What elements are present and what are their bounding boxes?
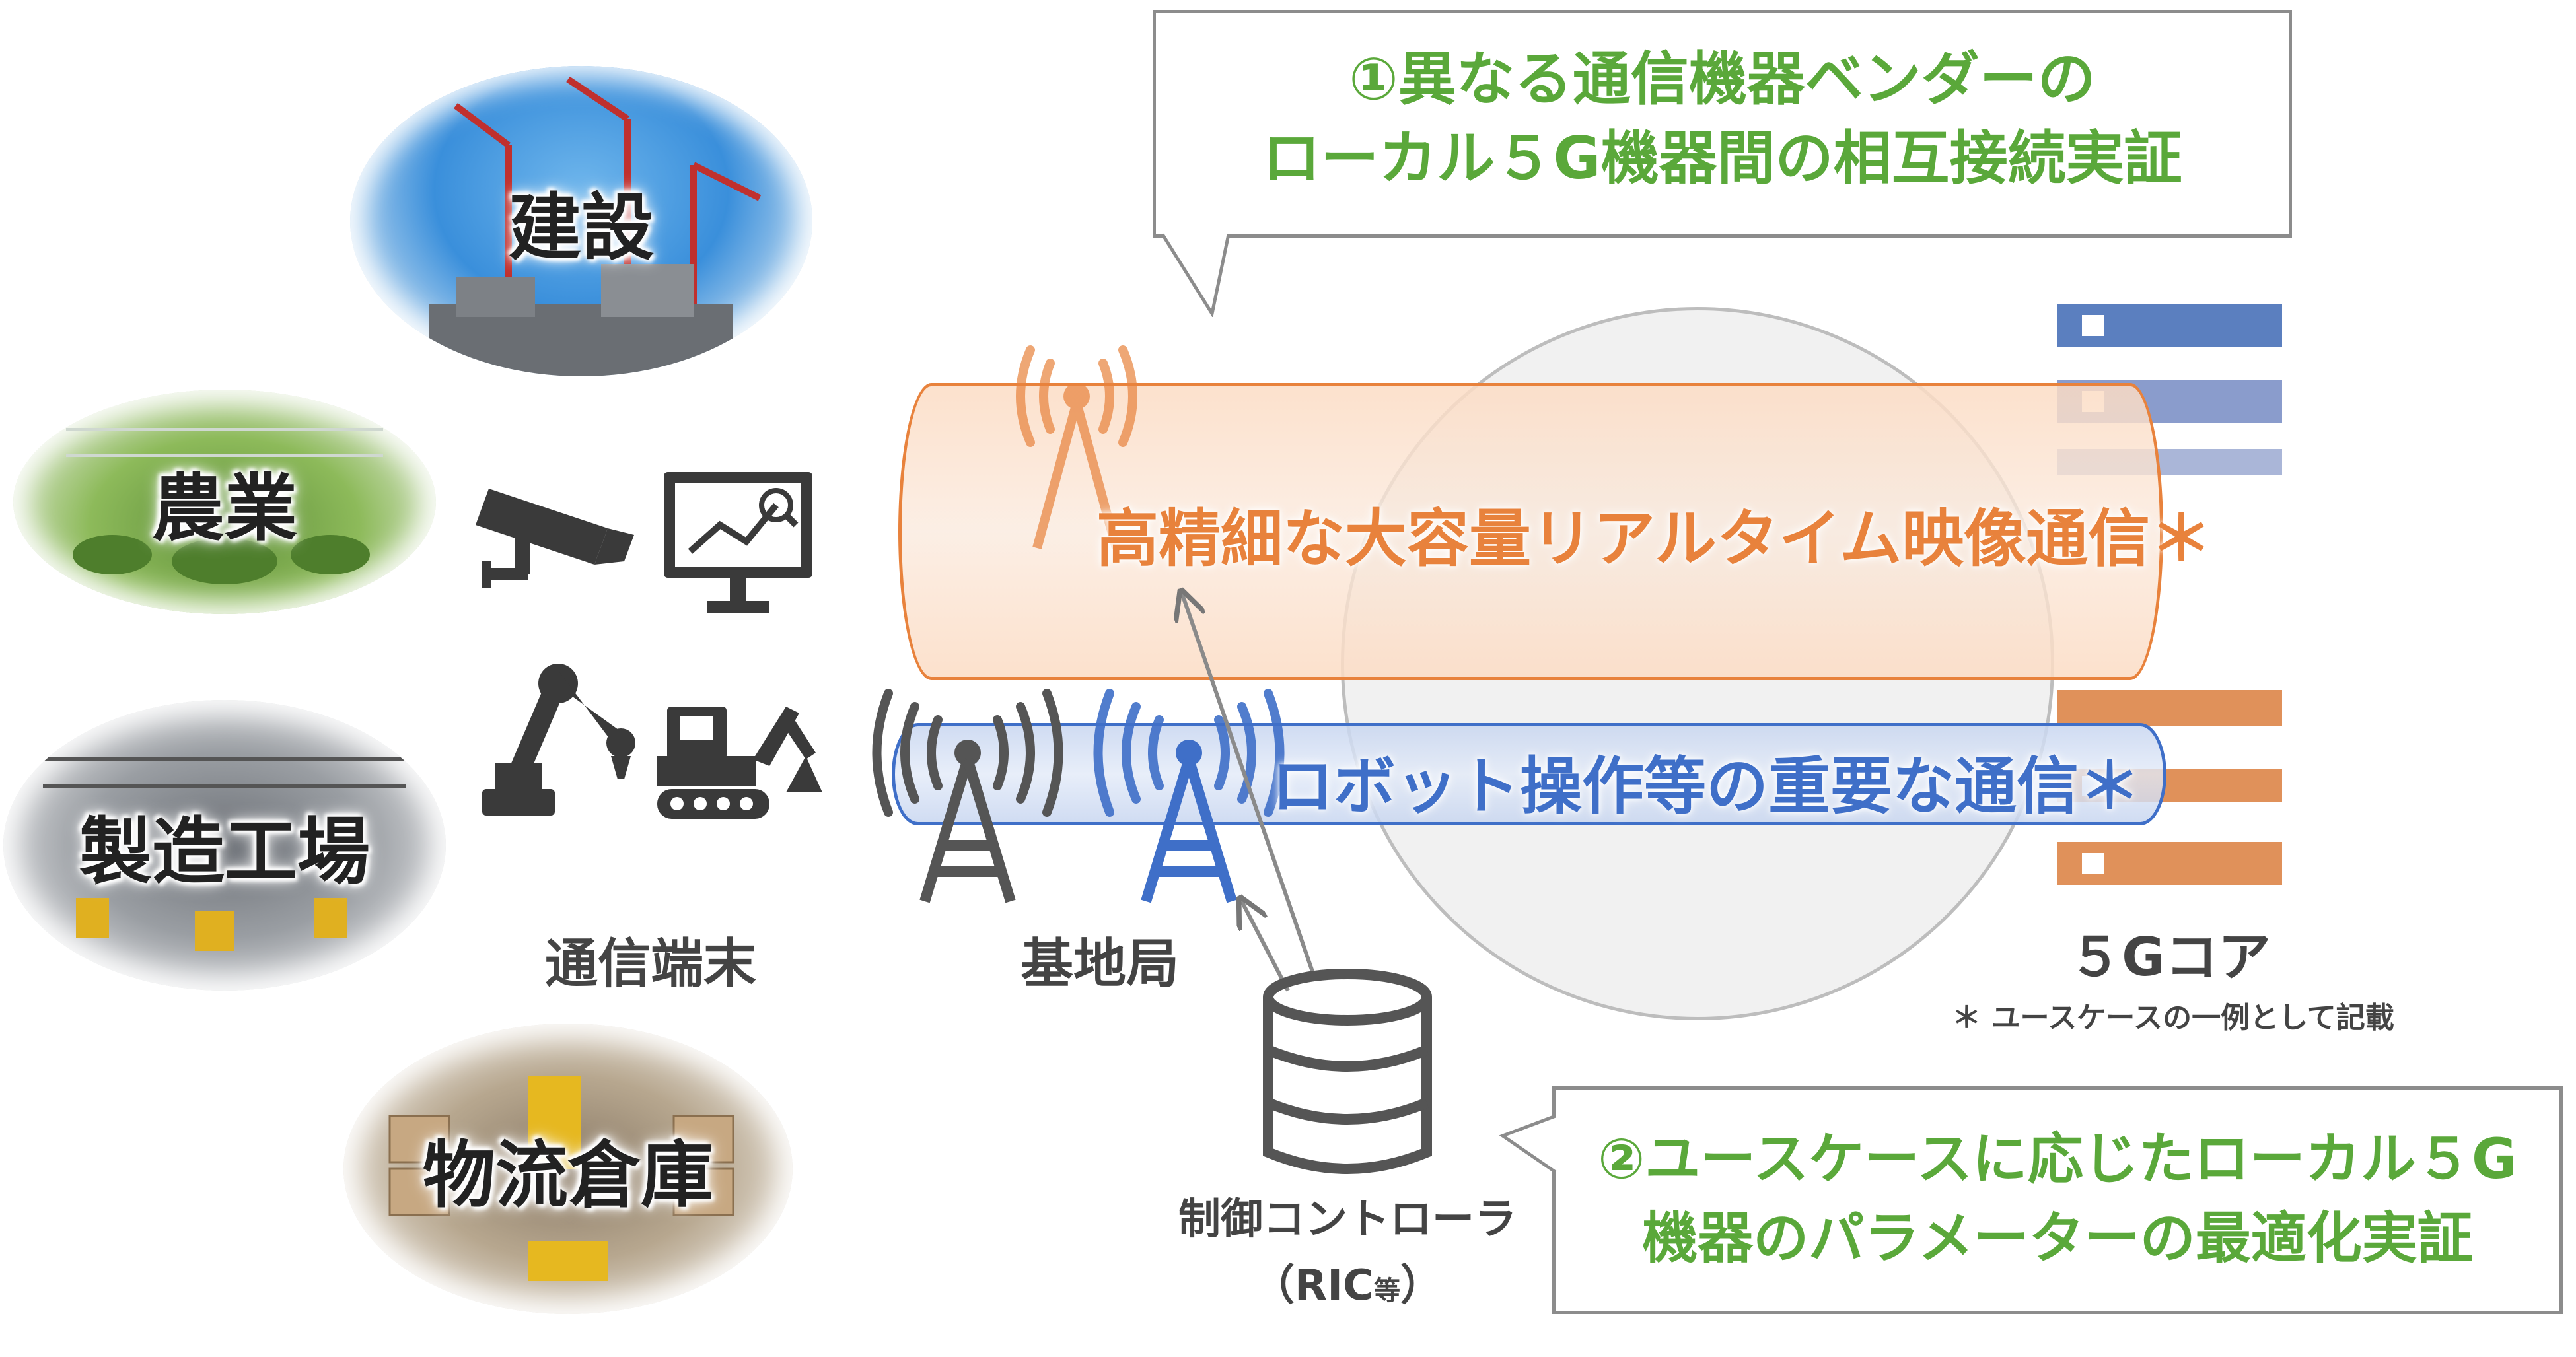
callout-optimization-line1: ②ユースケースに応じたローカル５G (1598, 1127, 2517, 1191)
terminal-label: 通信端末 (545, 933, 756, 994)
controller-label-line1: 制御コントローラ (1178, 1195, 1517, 1244)
construction-label: 建設 (509, 186, 654, 270)
construction-cranes-image (429, 76, 762, 376)
5g-core-label: ５Gコア (2069, 926, 2271, 988)
base-station-label: 基地局 (1020, 933, 1179, 994)
monitor-analytics-icon (664, 472, 812, 613)
greenhouse-image (66, 428, 383, 584)
footnote: ＊ ユースケースの一例として記載 (1952, 1001, 2394, 1035)
controller-etc: 等 (1374, 1276, 1401, 1306)
agriculture-label: 農業 (152, 466, 297, 551)
callout-optimization: ②ユースケースに応じたローカル５G 機器のパラメーターの最適化実証 (1552, 1086, 2563, 1314)
base-station-blue-icon (1093, 689, 1285, 903)
callout-optimization-line2: 機器のパラメーターの最適化実証 (1642, 1206, 2473, 1270)
factory-oval: 製造工場 (3, 700, 446, 991)
robot-arm-icon (482, 664, 635, 816)
factory-line-image (43, 757, 406, 951)
base-station-orange-icon (1016, 345, 1137, 549)
controller-close-paren: ） (1400, 1261, 1443, 1310)
callout-interop-tail (1161, 233, 1231, 317)
database-icon (1263, 969, 1432, 1174)
excavator-icon (657, 707, 822, 819)
callout-interop-line2: ローカル５G機器間の相互接続実証 (1262, 124, 2182, 192)
base-station-gray-icon (872, 689, 1063, 903)
logistics-oval: 物流倉庫 (343, 1024, 793, 1314)
controller-ric: （RIC (1252, 1261, 1375, 1310)
robot-traffic-label: ロボット操作等の重要な通信＊ (1271, 751, 2141, 823)
security-camera-icon (476, 489, 634, 588)
factory-label: 製造工場 (79, 810, 370, 894)
logistics-label: 物流倉庫 (423, 1133, 713, 1218)
agriculture-oval: 農業 (13, 390, 436, 614)
construction-oval: 建設 (350, 66, 812, 376)
callout-interop-line1: ①異なる通信機器ベンダーの (1349, 45, 2096, 113)
callout-optimization-tail (1499, 1114, 1557, 1174)
controller-label-line2: （RIC等） (1143, 1251, 1552, 1312)
warehouse-image (388, 1076, 734, 1281)
video-traffic-label: 高精細な大容量リアルタイム映像通信＊ (1096, 503, 2213, 575)
callout-interop: ①異なる通信機器ベンダーの ローカル５G機器間の相互接続実証 (1153, 10, 2292, 238)
